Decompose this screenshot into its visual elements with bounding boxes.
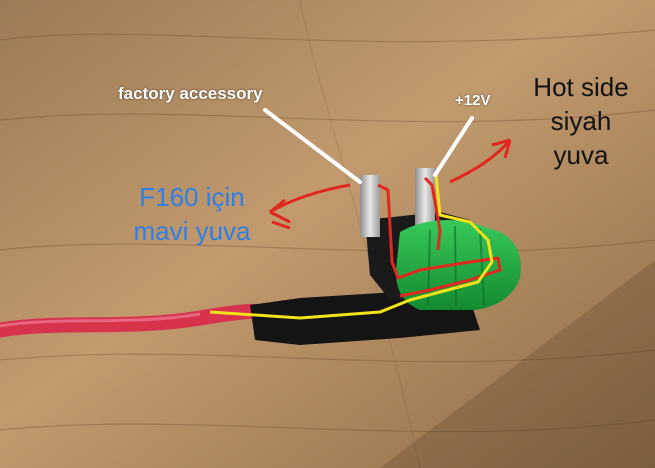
hot-side-label: Hot side siyah yuva [522,70,640,172]
red-path-line-2 [423,176,442,251]
hot-side-line-1: Hot side [533,72,629,102]
red-path-line [377,183,502,298]
pointer-12v [433,116,474,177]
f160-label: F160 için mavi yuva [118,180,266,248]
f160-line-1: F160 için [139,182,245,212]
hot-side-line-3: yuva [553,140,609,170]
red-wire [0,303,278,338]
f160-line-2: mavi yuva [133,216,251,246]
blade-right [415,168,435,226]
pointer-factory [263,108,362,184]
plus-12v-label: +12V [455,92,491,109]
arrow-right-icon [449,139,512,184]
hot-side-line-2: siyah [550,106,612,136]
blade-left [360,175,380,237]
shadow-area [380,260,655,468]
factory-accessory-label: factory accessory [118,84,263,103]
yellow-path-line [209,174,494,320]
